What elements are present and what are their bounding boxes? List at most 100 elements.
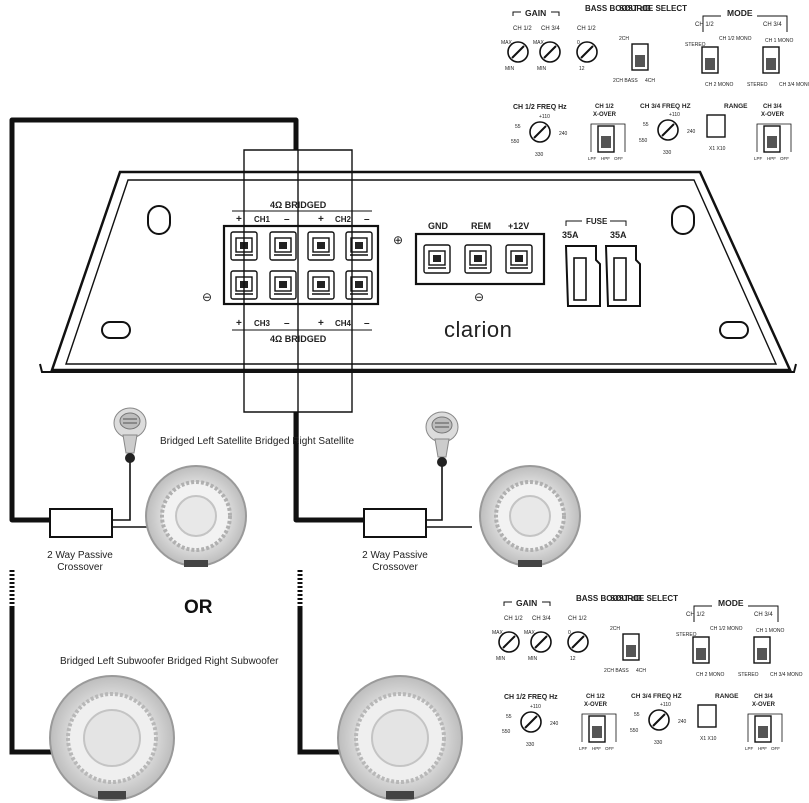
svg-text:CH 3/4: CH 3/4	[754, 694, 773, 700]
tweeter-left	[113, 407, 147, 464]
subwoofer-right	[337, 675, 463, 801]
amplifier: 4Ω BRIDGED + CH1 – + CH2 – + CH3 – + CH4…	[39, 170, 797, 373]
svg-text:X1 X10: X1 X10	[709, 146, 726, 152]
svg-text:330: 330	[526, 742, 535, 748]
svg-text:CH 3/4: CH 3/4	[532, 616, 551, 622]
subwoofers-caption: Bridged Left Subwoofer Bridged Right Sub…	[60, 656, 279, 667]
mount-slot-left	[147, 205, 171, 235]
fuse-title: FUSE	[586, 217, 608, 226]
svg-text:CH3: CH3	[254, 319, 271, 328]
gain-ch34: CH 3/4	[541, 26, 560, 32]
svg-text:X1 X10: X1 X10	[700, 736, 717, 742]
mode-ch12-switch-bottom	[692, 636, 710, 664]
svg-text:550: 550	[639, 138, 648, 144]
brand-logo: clarion	[444, 317, 513, 342]
svg-text:240: 240	[550, 721, 559, 727]
svg-text:CH 3/4: CH 3/4	[754, 612, 773, 618]
svg-text:HPF: HPF	[758, 746, 767, 751]
svg-text:LPF: LPF	[588, 156, 597, 161]
svg-text:55: 55	[643, 122, 649, 128]
svg-text:MIN: MIN	[505, 66, 515, 72]
svg-text:GAIN: GAIN	[516, 598, 537, 608]
svg-text:CH 1 MONO: CH 1 MONO	[756, 628, 784, 634]
freq34-title: CH 3/4 FREQ HZ	[640, 103, 691, 110]
mount-slot-right	[671, 205, 695, 235]
freq34-knob	[657, 119, 679, 141]
fuse-2	[604, 245, 641, 307]
crossover-left	[49, 508, 113, 538]
fuse-2-rating: 35A	[610, 230, 627, 240]
svg-text:OFF: OFF	[771, 746, 780, 751]
svg-text:+110: +110	[530, 704, 541, 710]
svg-text:CH 1/2: CH 1/2	[595, 104, 614, 110]
terminal-ch4-minus	[345, 270, 373, 300]
svg-text:55: 55	[634, 712, 640, 718]
bass-boost-title: BASS BOOST dB	[585, 4, 651, 13]
svg-text:+: +	[318, 214, 324, 225]
svg-text:2CH: 2CH	[619, 36, 629, 42]
source-select-title: SOURCE SELECT	[619, 4, 687, 13]
svg-text:CH 1/2: CH 1/2	[504, 616, 523, 622]
svg-text:MAX: MAX	[533, 40, 545, 46]
terminal-rem	[464, 244, 492, 274]
gain-ch34-knob-bottom	[530, 631, 552, 653]
svg-text:STEREO: STEREO	[738, 672, 759, 678]
svg-text:RANGE: RANGE	[724, 103, 748, 110]
svg-text:240: 240	[678, 719, 687, 725]
svg-text:CH4: CH4	[335, 319, 352, 328]
terminal-ch1-minus	[269, 231, 297, 261]
or-label: OR	[184, 597, 213, 618]
svg-text:–: –	[364, 214, 370, 225]
crossover-right-caption: 2 Way Passive Crossover	[362, 550, 428, 573]
svg-text:4CH: 4CH	[645, 78, 655, 84]
ground-symbol-left: ⊖	[202, 290, 212, 304]
svg-text:MAX: MAX	[524, 630, 536, 636]
mount-slot-bottom-right	[719, 321, 749, 339]
svg-text:+110: +110	[660, 702, 671, 708]
svg-text:CH 3/4 MONO: CH 3/4 MONO	[779, 82, 809, 88]
gain-title: GAIN	[525, 8, 546, 18]
svg-text:SOURCE SELECT: SOURCE SELECT	[610, 594, 678, 603]
svg-text:CH 3/4: CH 3/4	[763, 104, 782, 110]
fuse-1	[564, 245, 601, 307]
svg-text:MAX: MAX	[501, 40, 513, 46]
svg-text:4CH: 4CH	[636, 668, 646, 674]
crossover-right	[363, 508, 427, 538]
satellites-caption: Bridged Left Satellite Bridged Right Sat…	[160, 436, 355, 447]
svg-text:2CH BASS: 2CH BASS	[604, 668, 629, 674]
signal-wires	[112, 462, 472, 528]
satellite-speaker-right	[479, 465, 581, 567]
source-select-switch-bottom	[622, 633, 640, 661]
range-switch-bottom	[697, 704, 717, 728]
svg-text:55: 55	[515, 124, 521, 130]
svg-text:X-OVER: X-OVER	[761, 112, 785, 118]
svg-text:CH 1/2: CH 1/2	[577, 26, 596, 32]
svg-text:X-OVER: X-OVER	[593, 112, 617, 118]
svg-text:2CH: 2CH	[610, 626, 620, 632]
svg-text:–: –	[284, 318, 290, 329]
terminal-ch3-minus	[269, 270, 297, 300]
svg-text:MODE: MODE	[718, 598, 744, 608]
svg-text:OFF: OFF	[614, 156, 623, 161]
terminal-ch4-plus	[307, 270, 335, 300]
gain-ch34-knob	[539, 41, 561, 63]
svg-text:CH 1 MONO: CH 1 MONO	[765, 38, 793, 44]
svg-text:HPF: HPF	[767, 156, 776, 161]
svg-text:CH 1/2: CH 1/2	[568, 616, 587, 622]
svg-text:0: 0	[577, 40, 580, 46]
svg-text:STEREO: STEREO	[685, 42, 706, 48]
svg-text:X-OVER: X-OVER	[752, 702, 776, 708]
svg-text:–: –	[364, 318, 370, 329]
svg-text:CH 2 MONO: CH 2 MONO	[705, 82, 733, 88]
svg-text:CH 1/2 MONO: CH 1/2 MONO	[719, 36, 752, 42]
svg-text:BASS BOOST dB: BASS BOOST dB	[576, 594, 642, 603]
svg-text:CH 1/2 MONO: CH 1/2 MONO	[710, 626, 743, 632]
svg-text:CH 3/4 FREQ HZ: CH 3/4 FREQ HZ	[631, 693, 682, 700]
svg-text:STEREO: STEREO	[747, 82, 768, 88]
plus-symbol: ⊕	[393, 233, 403, 247]
svg-text:LPF: LPF	[745, 746, 754, 751]
svg-text:HPF: HPF	[592, 746, 601, 751]
svg-text:550: 550	[511, 139, 520, 145]
source-select-switch	[631, 43, 649, 71]
svg-text:550: 550	[630, 728, 639, 734]
